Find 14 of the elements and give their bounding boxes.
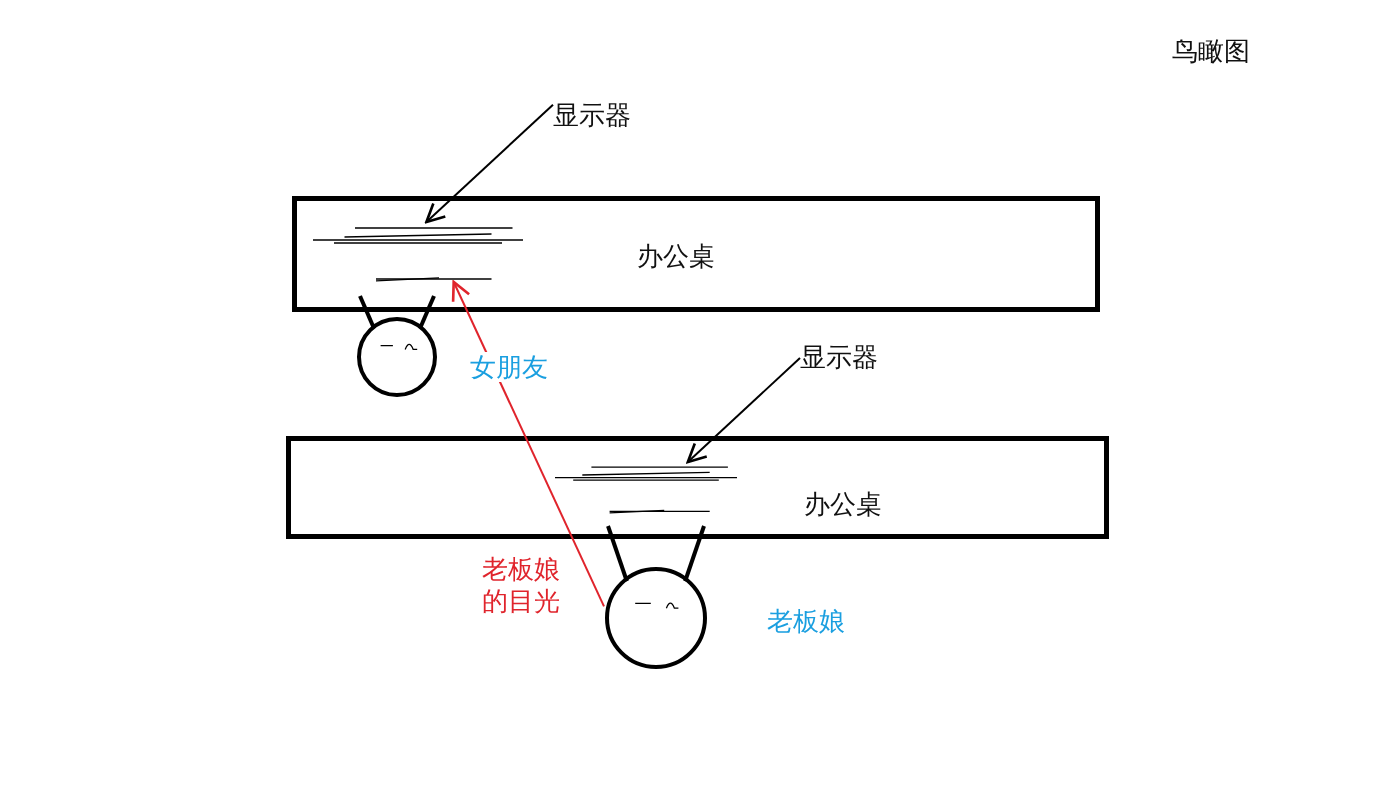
person-name: 老板娘	[767, 606, 845, 636]
diagram-title: 鸟瞰图	[1172, 36, 1250, 66]
desk-box	[292, 196, 1100, 312]
leader-arrow	[686, 357, 801, 464]
monitor-label: 显示器	[553, 100, 643, 132]
person-name: 女朋友	[470, 352, 548, 382]
monitor-label: 显示器	[800, 342, 890, 374]
desk-label: 办公桌	[804, 489, 882, 519]
leader-arrow	[425, 103, 554, 224]
desk-label: 办公桌	[637, 241, 715, 271]
desk-box	[286, 436, 1109, 539]
person-drawing	[604, 522, 708, 670]
person-drawing	[356, 292, 438, 398]
sight-line-arrow	[451, 280, 605, 608]
